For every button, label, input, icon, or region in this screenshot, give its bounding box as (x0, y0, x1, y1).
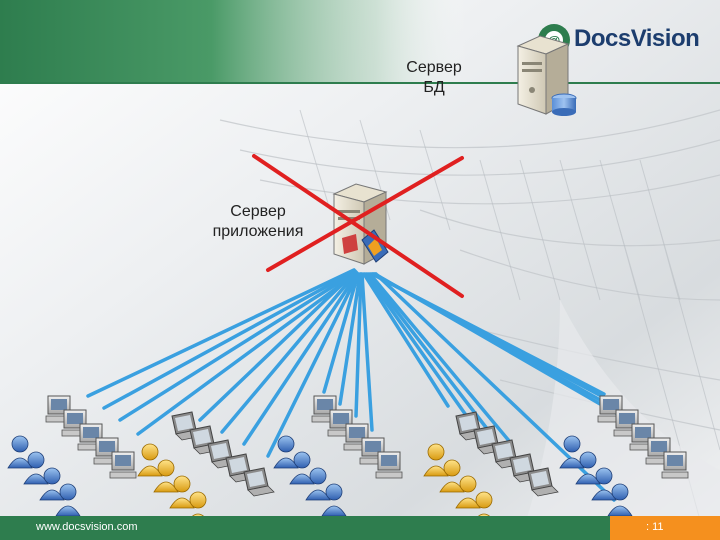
db-server-label-line1: Сервер (406, 59, 462, 76)
footer-bar: www.docsvision.com : 11 (0, 516, 720, 540)
workgroup-3 (273, 395, 403, 517)
app-server-label-line1: Сервер (230, 203, 286, 220)
app-server-label-line2: приложения (212, 223, 304, 240)
footer-orange-section (610, 516, 720, 540)
db-server-label: Сервер БД (396, 58, 472, 98)
workgroup-5 (559, 395, 689, 517)
app-server-label: Сервер приложения (196, 202, 320, 242)
header-band (0, 0, 720, 84)
workgroup-2 (137, 411, 275, 525)
workgroup-4 (423, 411, 559, 525)
slide-number: : 11 (646, 521, 664, 533)
db-server-label-line2: БД (423, 79, 445, 96)
footer-url: www.docsvision.com (36, 521, 138, 533)
logo-text: DocsVision (574, 25, 700, 52)
workgroup-1 (7, 395, 137, 517)
footer-green-section (0, 516, 610, 540)
server-with-database-icon (516, 35, 577, 116)
